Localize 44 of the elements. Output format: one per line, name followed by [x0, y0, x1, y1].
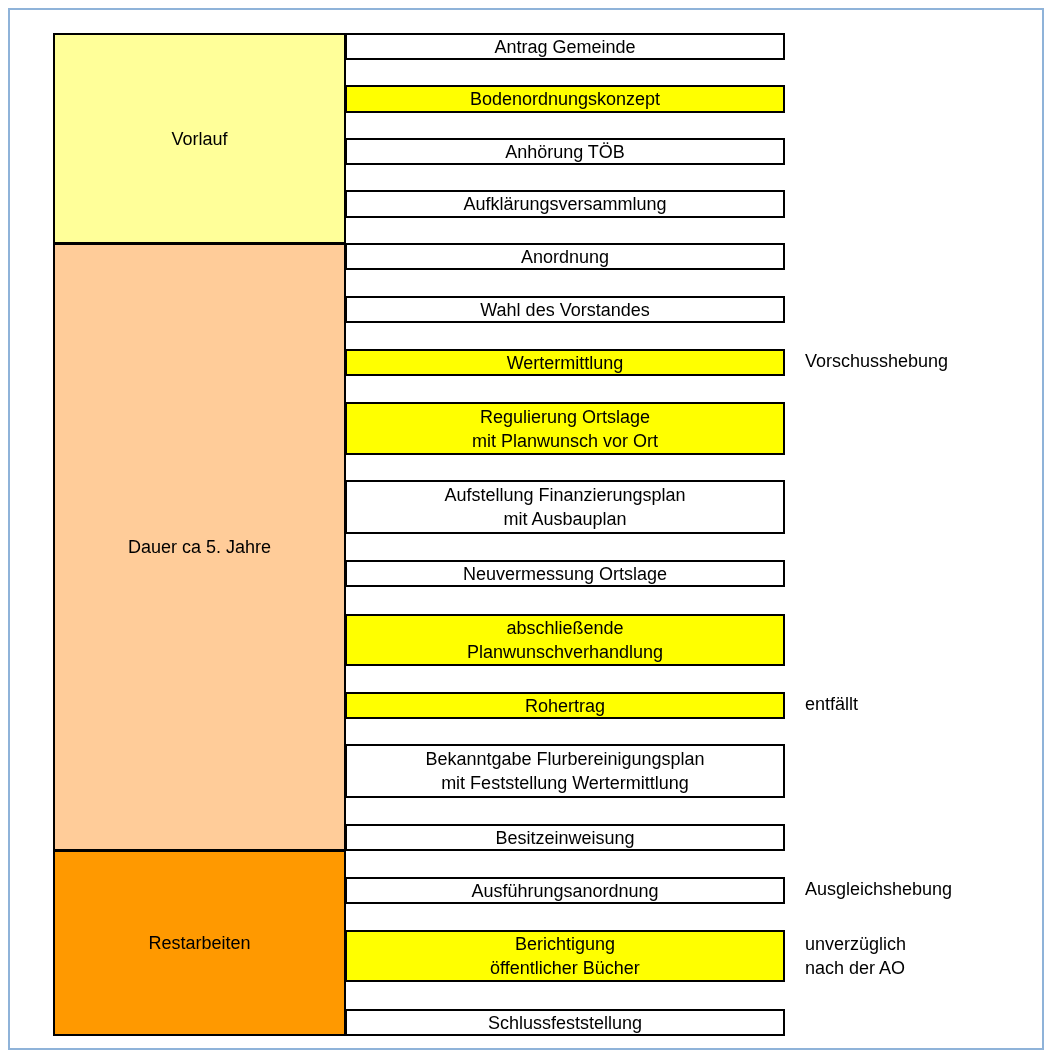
step-box: [345, 1009, 785, 1036]
step-label: Schlussfeststellung: [487, 1011, 643, 1035]
step-label: Anhörung TÖB: [505, 140, 625, 164]
step-box: [345, 692, 785, 719]
step-label: Neuvermessung Ortslage: [462, 562, 668, 586]
step-label: Besitzeinweisung: [495, 826, 635, 850]
step-label: Ausführungsanordnung: [471, 879, 659, 903]
step-box: [345, 33, 785, 60]
step-label: Rohertrag: [524, 694, 605, 718]
step-box: [345, 824, 785, 851]
step-box: [345, 349, 785, 376]
side-note: Ausgleichshebung: [805, 877, 954, 901]
side-note: entfällt: [805, 692, 860, 716]
step-label: Bodenordnungskonzept: [469, 88, 661, 111]
step-box: [345, 480, 785, 534]
phase-label: Vorlauf: [171, 127, 228, 151]
step-label: Bekanntgabe Flurbereinigungsplan mit Feststellung Wertermittlung: [424, 748, 706, 795]
step-box: [345, 930, 785, 982]
phase-band: [53, 33, 346, 244]
step-label: Wahl des Vorstandes: [480, 298, 650, 322]
step-box: [345, 402, 785, 455]
step-box: [345, 877, 785, 904]
step-label: Berichtigung öffentlicher Bücher: [489, 933, 641, 980]
step-label: Antrag Gemeinde: [494, 35, 636, 59]
step-box: [345, 744, 785, 798]
step-label: Aufklärungsversammlung: [463, 193, 667, 216]
side-note: Vorschusshebung: [805, 349, 950, 373]
step-box: [345, 85, 785, 113]
step-box: [345, 138, 785, 165]
step-label: Anordnung: [520, 245, 610, 269]
step-label: Regulierung Ortslage mit Planwunsch vor Ort: [470, 405, 660, 453]
phase-band: [53, 243, 346, 851]
step-box: [345, 560, 785, 587]
step-label: Aufstellung Finanzierungsplan mit Ausbauplan: [443, 484, 687, 531]
phase-label: Dauer ca 5. Jahre: [127, 536, 272, 559]
step-box: [345, 190, 785, 218]
step-box: [345, 296, 785, 323]
step-label: Wertermittlung: [506, 351, 624, 375]
phase-label: Restarbeiten: [148, 932, 251, 955]
phase-band: [53, 850, 346, 1036]
side-note: unverzüglich nach der AO: [805, 933, 908, 980]
step-label: abschließende Planwunschverhandlung: [465, 617, 665, 664]
step-box: [345, 243, 785, 270]
step-box: [345, 614, 785, 666]
